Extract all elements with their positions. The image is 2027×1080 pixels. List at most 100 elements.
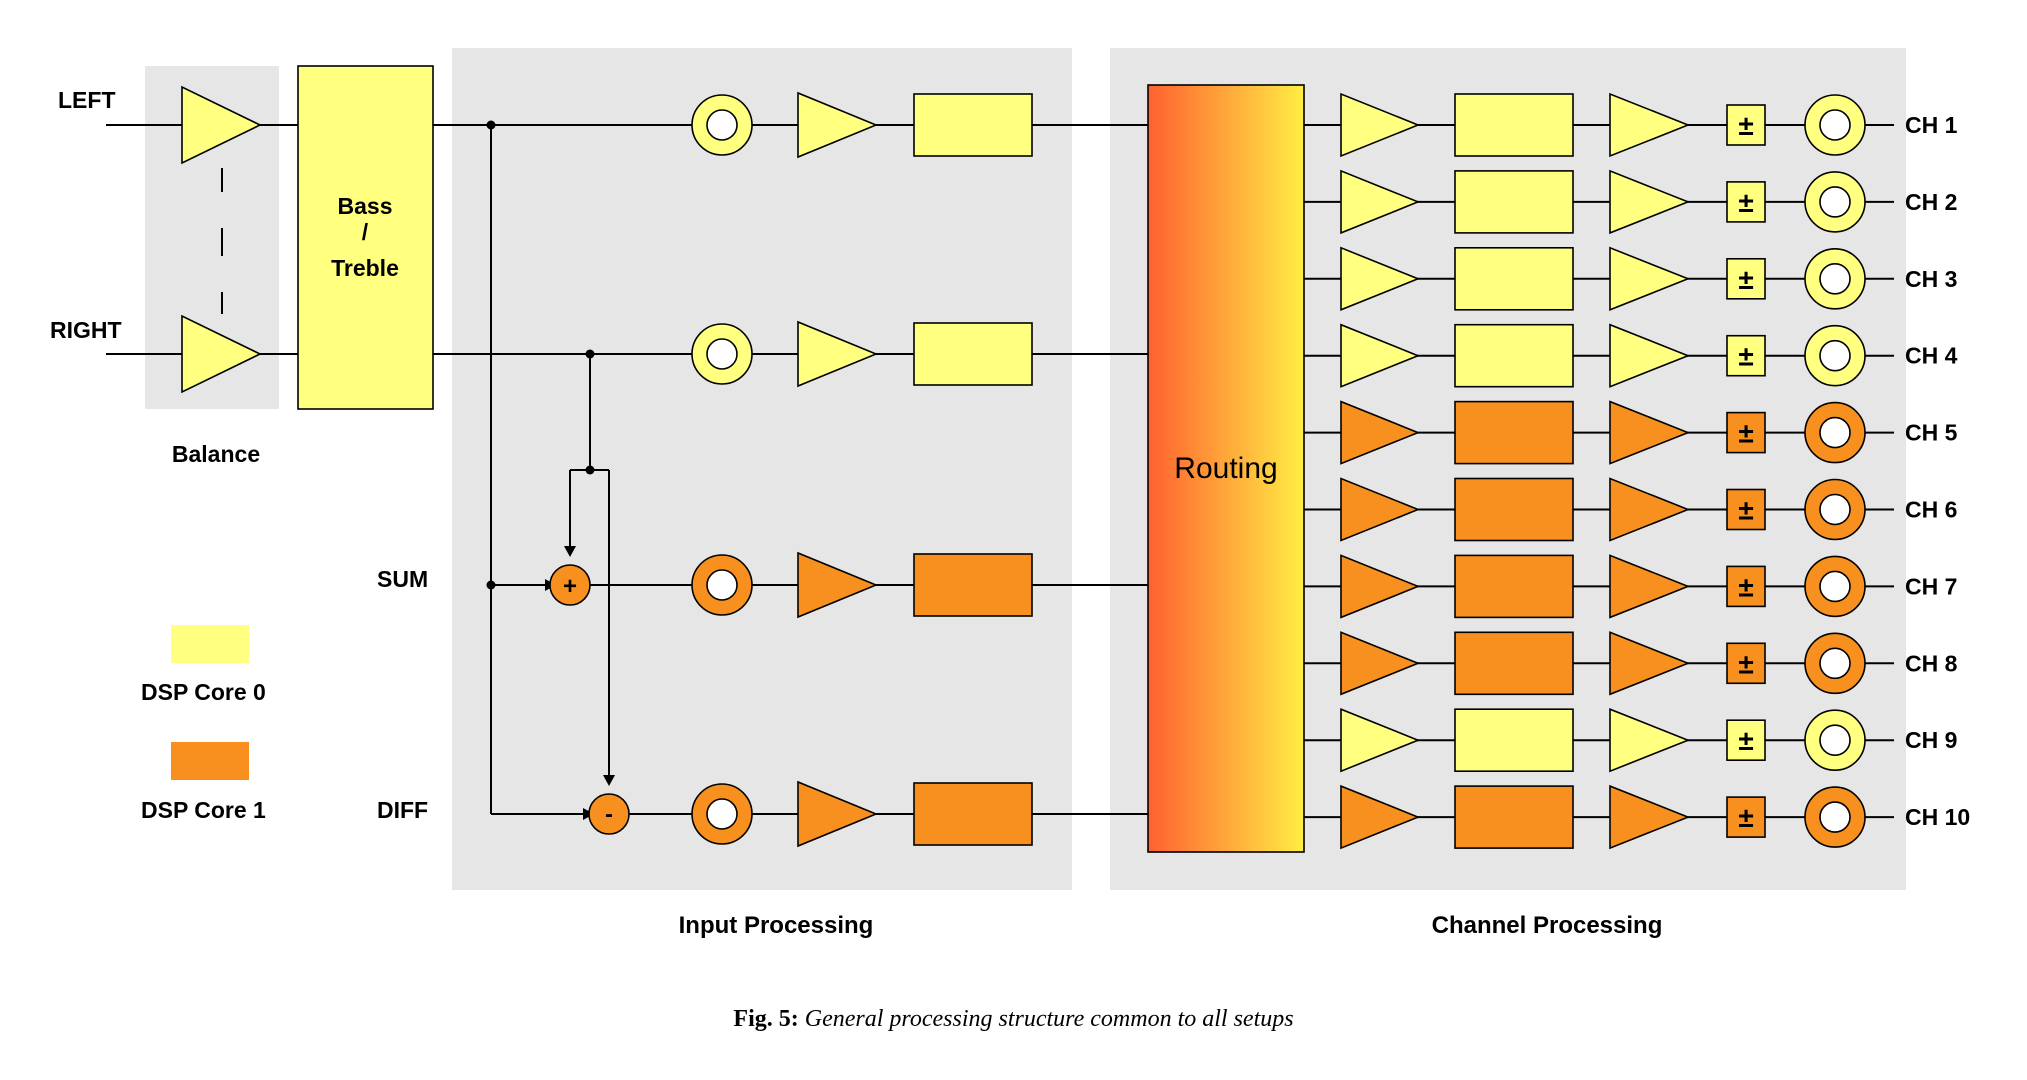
channel-polarity-sign-ch6: ± (1738, 495, 1753, 526)
channel-amp-pre-ch4 (1340, 323, 1421, 388)
input-label-sum: SUM (377, 566, 428, 592)
channel-amp-post-ch7 (1609, 554, 1691, 619)
channel-polarity-box-ch5 (1726, 411, 1766, 454)
channel-label-ch8: CH 8 (1905, 650, 1958, 676)
input-amp-diff (797, 780, 879, 848)
channel-filter-block-ch5 (1454, 400, 1574, 465)
channel-label-ch9: CH 9 (1905, 727, 1957, 753)
channel-polarity-sign-ch4: ± (1738, 341, 1753, 372)
channel-polarity-sign-ch1: ± (1738, 110, 1753, 141)
channel-output-ring-hole-ch7 (1819, 570, 1851, 603)
bass-treble-block (297, 65, 434, 410)
channel-amp-pre-ch5 (1340, 400, 1421, 465)
arrow-down-into-sum (564, 546, 576, 557)
channel-polarity-box-ch1 (1726, 104, 1766, 146)
channel-amp-post-ch9 (1609, 708, 1691, 773)
input-processing-panel (452, 48, 1072, 890)
channel-amp-pre-ch3 (1340, 246, 1421, 311)
channel-polarity-sign-ch5: ± (1738, 418, 1753, 449)
channel-amp-post-ch1 (1609, 92, 1691, 158)
input-ring-hole-sum (706, 569, 738, 601)
channel-amp-pre-ch10 (1340, 784, 1421, 850)
channel-polarity-box-ch10 (1726, 796, 1766, 838)
channel-filter-block-ch9 (1454, 708, 1574, 773)
routing-block (1147, 84, 1305, 853)
figure-number: Fig. 5: (733, 1006, 799, 1032)
channel-polarity-box-ch4 (1726, 334, 1766, 377)
channel-amp-pre-ch2 (1340, 169, 1421, 235)
input-amp-left (797, 91, 879, 159)
input-amp-sum (797, 551, 879, 619)
channel-polarity-box-ch3 (1726, 257, 1766, 300)
balance-label: Balance (172, 441, 260, 467)
channel-polarity-sign-ch8: ± (1738, 648, 1753, 679)
channel-amp-pre-ch8 (1340, 631, 1421, 696)
channel-amp-pre-ch7 (1340, 554, 1421, 619)
channel-polarity-box-ch6 (1726, 488, 1766, 531)
input-processing-rows (691, 91, 1033, 848)
channel-polarity-sign-ch9: ± (1738, 725, 1753, 756)
channel-amp-post-ch10 (1609, 784, 1691, 850)
channel-amp-post-ch3 (1609, 246, 1691, 311)
channel-label-ch10: CH 10 (1905, 804, 1970, 830)
bass-treble-slash: / (362, 219, 369, 245)
channel-output-ring-hole-ch1 (1819, 109, 1851, 141)
channel-output-ring-hole-ch5 (1819, 416, 1851, 449)
legend-label-core0: DSP Core 0 (141, 679, 266, 705)
channel-amp-post-ch6 (1609, 477, 1691, 542)
input-label-right: RIGHT (50, 317, 122, 343)
balance-amp-left (181, 85, 262, 165)
channel-polarity-box-ch9 (1726, 719, 1766, 762)
input-wires (106, 124, 1148, 815)
channel-amp-post-ch5 (1609, 400, 1691, 465)
channel-amp-post-ch2 (1609, 169, 1691, 235)
channel-filter-block-ch10 (1454, 785, 1574, 849)
channel-amp-post-ch4 (1609, 323, 1691, 388)
arrow-down-into-diff (603, 775, 615, 786)
channel-output-ring-hole-ch6 (1819, 493, 1851, 526)
channel-amp-pre-ch1 (1340, 92, 1421, 158)
channel-amp-post-ch8 (1609, 631, 1691, 696)
channel-polarity-box-ch8 (1726, 642, 1766, 685)
channel-output-ring-hole-ch4 (1819, 339, 1851, 372)
routing-label: Routing (1174, 452, 1277, 485)
channel-polarity-box-ch2 (1726, 181, 1766, 223)
treble-label: Treble (331, 255, 399, 281)
channel-filter-block-ch8 (1454, 631, 1574, 696)
legend-label-core1: DSP Core 1 (141, 797, 266, 823)
channel-label-ch7: CH 7 (1905, 573, 1957, 599)
input-filter-block-left (913, 93, 1033, 157)
input-ring-hole-left (706, 109, 738, 141)
channel-polarity-sign-ch3: ± (1738, 264, 1753, 295)
channel-filter-block-ch7 (1454, 554, 1574, 619)
channel-filter-block-ch6 (1454, 477, 1574, 542)
channel-label-ch6: CH 6 (1905, 497, 1957, 523)
input-ring-hole-diff (706, 798, 738, 830)
diff-operator (588, 793, 630, 835)
junction-dots (486, 120, 595, 590)
channel-polarity-sign-ch10: ± (1738, 802, 1753, 833)
legend-swatch-core0 (171, 625, 249, 663)
section-label-input-processing: Input Processing (679, 912, 874, 939)
figure-caption: Fig. 5: General processing structure com… (0, 1006, 2027, 1033)
diff-operator-sign: - (605, 801, 613, 828)
channel-output-ring-hole-ch9 (1819, 724, 1851, 757)
input-amp-right (797, 320, 879, 388)
input-ring-hole-right (706, 338, 738, 370)
channel-label-ch3: CH 3 (1905, 266, 1957, 292)
sum-operator (549, 564, 591, 606)
input-label-diff: DIFF (377, 797, 428, 823)
channel-output-ring-hole-ch8 (1819, 647, 1851, 680)
channel-label-ch1: CH 1 (1905, 112, 1958, 138)
input-filter-block-sum (913, 553, 1033, 617)
junction-dot (585, 349, 595, 359)
input-label-left: LEFT (58, 87, 116, 113)
channel-filter-block-ch2 (1454, 170, 1574, 234)
channel-polarity-box-ch7 (1726, 565, 1766, 608)
input-filter-block-diff (913, 782, 1033, 846)
junction-dot (585, 465, 595, 475)
balance-amp-right (181, 314, 262, 394)
junction-dot (486, 120, 496, 130)
channel-label-ch4: CH 4 (1905, 343, 1958, 369)
